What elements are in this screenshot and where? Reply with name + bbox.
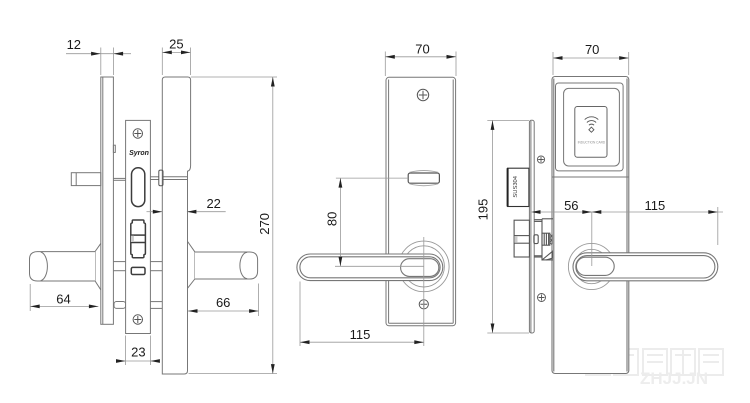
svg-text:ZHJJ.JN: ZHJJ.JN [640, 369, 708, 388]
svg-text:115: 115 [645, 198, 666, 213]
svg-text:270: 270 [257, 213, 272, 235]
svg-text:25: 25 [169, 37, 183, 52]
svg-text:195: 195 [476, 199, 491, 221]
svg-text:INDUCTION CARD: INDUCTION CARD [578, 141, 606, 145]
svg-text:SUS304: SUS304 [513, 175, 519, 197]
svg-text:Syron: Syron [129, 150, 149, 157]
svg-text:66: 66 [216, 295, 230, 310]
svg-text:23: 23 [131, 345, 145, 360]
svg-text:12: 12 [67, 37, 81, 52]
svg-text:70: 70 [585, 42, 599, 57]
svg-text:115: 115 [350, 327, 371, 342]
svg-text:22: 22 [206, 196, 220, 211]
svg-text:56: 56 [564, 198, 578, 213]
svg-text:64: 64 [56, 291, 70, 306]
svg-text:80: 80 [324, 212, 339, 226]
svg-text:70: 70 [415, 42, 429, 57]
